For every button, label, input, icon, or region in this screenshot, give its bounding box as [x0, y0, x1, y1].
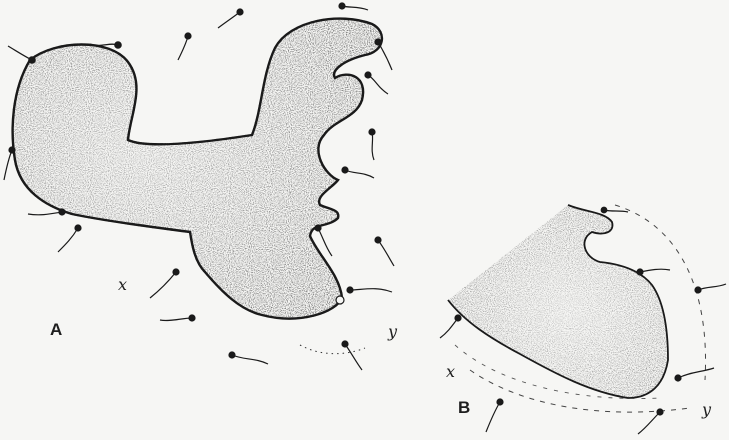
- sperm-cell: [58, 225, 81, 252]
- sperm-cell: [218, 9, 243, 28]
- sperm-cell: [638, 409, 663, 434]
- organism-b: [448, 205, 706, 412]
- sperm-cell: [637, 269, 670, 275]
- panel-b-x-label: x: [446, 362, 455, 381]
- sperm-cell: [8, 46, 35, 63]
- sperm-cell: [440, 315, 461, 338]
- sperm-cell: [150, 269, 179, 298]
- sperm-cell: [369, 129, 375, 160]
- sperm-cell: [342, 167, 374, 178]
- panel-b-label: B: [458, 398, 470, 418]
- sperm-cell: [229, 352, 268, 364]
- sperm-cell: [347, 287, 392, 293]
- organism-a-dotted-arc: [300, 345, 365, 354]
- panel-b-y-label: y: [702, 400, 711, 419]
- sperm-cell: [375, 39, 392, 70]
- sperm-cell: [342, 341, 362, 370]
- sperm-cell: [695, 284, 726, 293]
- organism-b-body: [448, 205, 668, 398]
- sperm-cell: [486, 399, 503, 432]
- sperm-cell: [601, 207, 628, 213]
- sperm-cell: [160, 315, 195, 321]
- organism-a-body: [13, 19, 382, 319]
- organism-a-bead: [336, 296, 344, 304]
- sperm-cell: [178, 33, 191, 60]
- sperm-cell: [675, 368, 714, 381]
- sperm-cell: [339, 3, 368, 10]
- panel-a-x-label: x: [118, 275, 127, 294]
- panel-a-label: A: [50, 320, 62, 340]
- sperm-cell: [4, 147, 15, 180]
- organism-a: [13, 19, 382, 354]
- sperm-cell: [375, 237, 394, 266]
- sperm-cell: [28, 209, 65, 215]
- panel-a-y-label: y: [388, 322, 397, 341]
- sperm-cell: [365, 72, 388, 94]
